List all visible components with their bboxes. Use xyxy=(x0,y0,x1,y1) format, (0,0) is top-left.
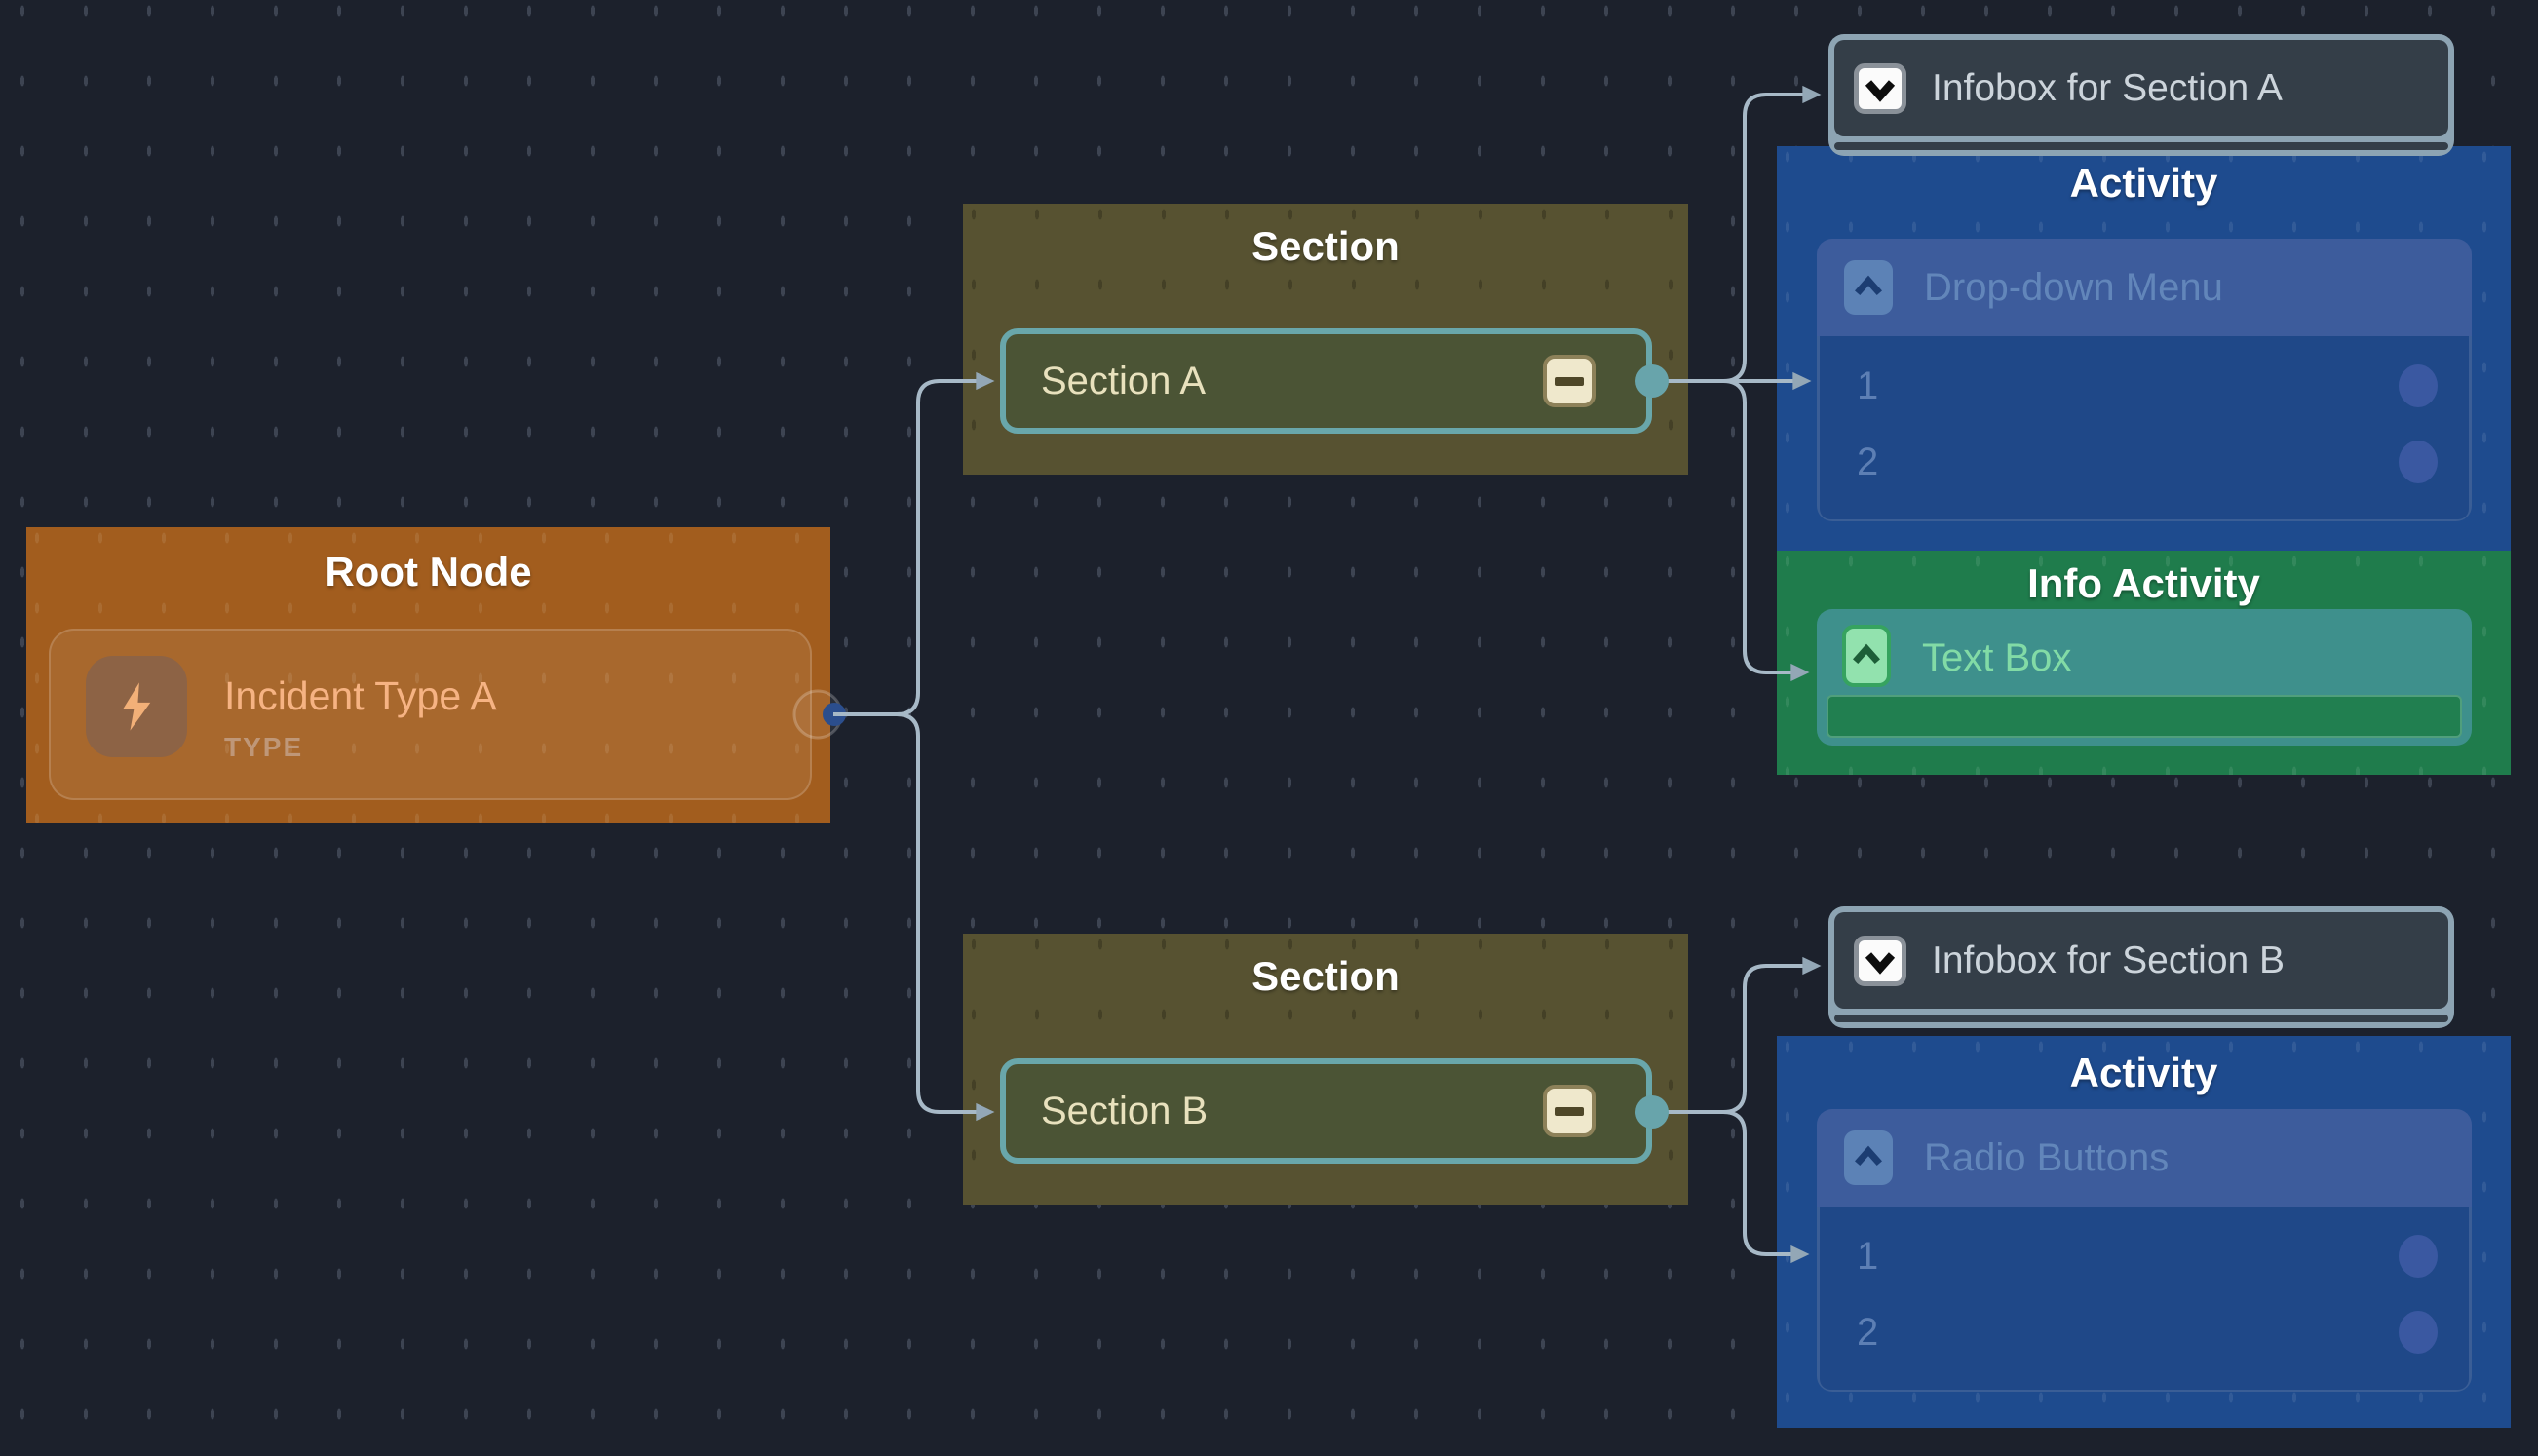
chevron-down-icon[interactable] xyxy=(1854,62,1906,114)
option-row[interactable]: 2 xyxy=(1820,424,2469,500)
lightning-icon xyxy=(86,656,187,757)
edge-root-to-section-b xyxy=(833,712,995,1122)
edge-root-to-section-a xyxy=(833,371,995,716)
section-a-title: Section xyxy=(1251,223,1400,269)
root-item-type: TYPE xyxy=(224,732,304,762)
remove-button[interactable] xyxy=(1543,1085,1596,1137)
infobox-stack-decoration xyxy=(1834,1015,2448,1022)
section-b-item-label: Section B xyxy=(1041,1089,1209,1132)
option-row[interactable]: 2 xyxy=(1820,1294,2469,1370)
activity-b-control-label: Radio Buttons xyxy=(1924,1135,2170,1179)
activity-a-title: Activity xyxy=(2069,160,2218,206)
activity-a-node[interactable]: Activity Drop-down Menu 1 2 xyxy=(1777,146,2511,551)
chevron-up-icon xyxy=(1844,260,1893,315)
remove-button[interactable] xyxy=(1543,355,1596,407)
connection-handle[interactable] xyxy=(2399,441,2438,483)
infobox-a-main: Infobox for Section A xyxy=(1834,40,2448,136)
section-a-item-label: Section A xyxy=(1041,359,1207,402)
info-activity-title: Info Activity xyxy=(2027,560,2260,606)
root-node-title: Root Node xyxy=(325,549,532,594)
infobox-a-node[interactable]: Infobox for Section A xyxy=(1828,34,2454,156)
option-label: 1 xyxy=(1857,364,1879,407)
section-a-node[interactable]: Section Section A xyxy=(963,204,1688,475)
infobox-a-label: Infobox for Section A xyxy=(1932,66,2283,109)
infobox-b-node[interactable]: Infobox for Section B xyxy=(1828,906,2454,1028)
infobox-stack-decoration xyxy=(1834,142,2448,150)
infobox-b-label: Infobox for Section B xyxy=(1932,939,2286,981)
section-b-node[interactable]: Section Section B xyxy=(963,934,1688,1205)
section-a-item[interactable]: Section A xyxy=(1000,328,1652,434)
activity-b-card[interactable]: Radio Buttons 1 2 xyxy=(1817,1109,2472,1392)
connection-handle[interactable] xyxy=(2399,364,2438,407)
chevron-up-icon xyxy=(1842,625,1891,687)
option-row[interactable]: 1 xyxy=(1820,348,2469,424)
info-activity-node[interactable]: Info Activity Text Box xyxy=(1777,551,2511,775)
activity-a-control-label: Drop-down Menu xyxy=(1924,265,2223,309)
activity-b-options: 1 2 xyxy=(1817,1207,2472,1392)
section-b-item[interactable]: Section B xyxy=(1000,1058,1652,1164)
activity-b-node[interactable]: Activity Radio Buttons 1 2 xyxy=(1777,1036,2511,1428)
infobox-b-main: Infobox for Section B xyxy=(1834,912,2448,1009)
text-box-label: Text Box xyxy=(1922,636,2072,679)
activity-a-options: 1 2 xyxy=(1817,336,2472,521)
activity-b-header[interactable]: Radio Buttons xyxy=(1817,1109,2472,1207)
root-node[interactable]: Root Node Incident Type A TYPE xyxy=(26,527,830,823)
option-label: 2 xyxy=(1857,1310,1879,1354)
text-box-input[interactable] xyxy=(1827,695,2462,738)
activity-a-header[interactable]: Drop-down Menu xyxy=(1817,239,2472,336)
minus-icon xyxy=(1555,1106,1584,1116)
option-label: 2 xyxy=(1857,440,1879,483)
connection-handle[interactable] xyxy=(2399,1311,2438,1354)
chevron-up-icon xyxy=(1844,1130,1893,1185)
text-box-card[interactable]: Text Box xyxy=(1817,609,2472,746)
activity-a-card[interactable]: Drop-down Menu 1 2 xyxy=(1817,239,2472,521)
activity-b-title: Activity xyxy=(2069,1050,2218,1095)
connection-handle[interactable] xyxy=(2399,1235,2438,1278)
chevron-down-icon[interactable] xyxy=(1854,935,1906,986)
root-node-item[interactable]: Incident Type A TYPE xyxy=(49,629,812,800)
option-row[interactable]: 1 xyxy=(1820,1218,2469,1294)
section-b-title: Section xyxy=(1251,953,1400,999)
root-item-label: Incident Type A xyxy=(224,673,497,718)
option-label: 1 xyxy=(1857,1234,1879,1278)
minus-icon xyxy=(1555,376,1584,386)
